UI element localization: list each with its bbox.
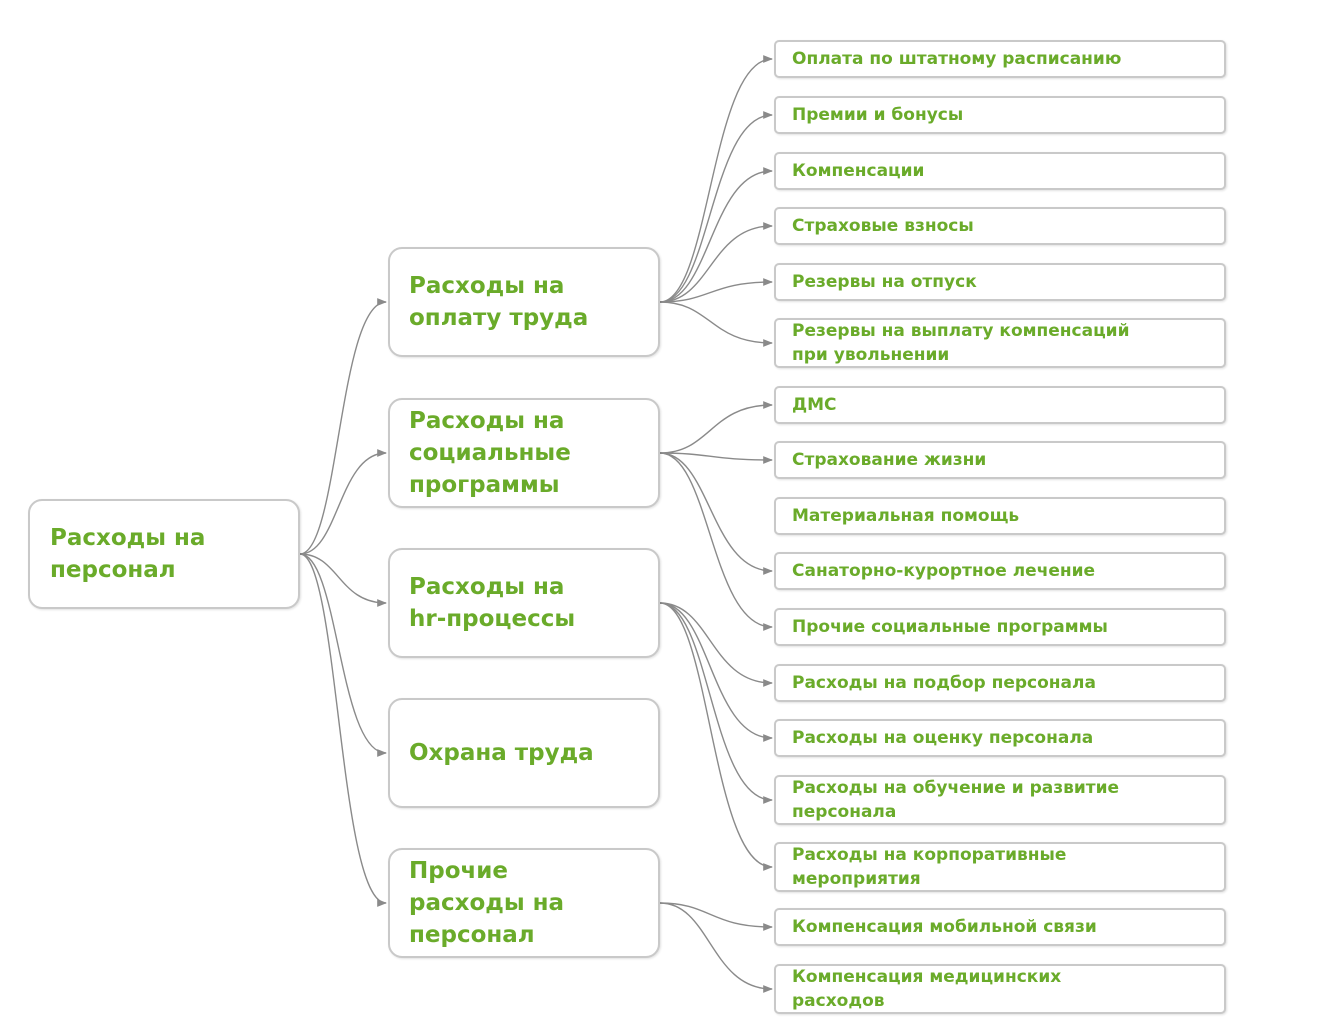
- node-leaf-label: Резервы на выплату компенсаций при уволь…: [792, 321, 1130, 365]
- node-leaf-item: Материальная помощь: [774, 497, 1226, 535]
- connector-root-to-category: [299, 298, 387, 555]
- node-leaf-item: Оплата по штатному расписанию: [774, 40, 1226, 78]
- node-category-labor-safety: Охрана труда: [388, 698, 660, 808]
- connector-category-to-item: [659, 452, 773, 575]
- node-leaf-item: Расходы на подбор персонала: [774, 664, 1226, 702]
- connector-root-to-category: [299, 553, 387, 607]
- node-leaf-label: Расходы на оценку персонала: [792, 728, 1094, 748]
- node-leaf-item: Компенсация мобильной связи: [774, 908, 1226, 946]
- node-leaf-label: Страхование жизни: [792, 450, 987, 470]
- node-category-label: Охрана труда: [409, 740, 594, 766]
- node-leaf-item: Расходы на корпоративные мероприятия: [774, 842, 1226, 892]
- connector-category-to-item: [659, 902, 773, 993]
- node-leaf-label: Прочие социальные программы: [792, 617, 1108, 637]
- node-leaf-item: Компенсация медицинских расходов: [774, 964, 1226, 1014]
- node-leaf-label: Санаторно-курортное лечение: [792, 561, 1096, 581]
- connector-category-to-item: [659, 452, 773, 631]
- node-leaf-label: Компенсация мобильной связи: [792, 917, 1097, 937]
- node-leaf-item: Санаторно-курортное лечение: [774, 552, 1226, 590]
- node-leaf-item: Страховые взносы: [774, 207, 1226, 245]
- connector-root-to-category: [299, 553, 387, 907]
- node-category-labor-pay: Расходы на оплату труда: [388, 247, 660, 357]
- connector-root-to-category: [299, 553, 387, 757]
- node-leaf-label: Оплата по штатному расписанию: [792, 49, 1122, 69]
- connector-root-to-category: [299, 449, 387, 555]
- node-category-label: Расходы на hr-процессы: [409, 574, 576, 632]
- node-leaf-item: Резервы на отпуск: [774, 263, 1226, 301]
- connector-category-to-item: [659, 111, 773, 303]
- node-category-label: Расходы на социальные программы: [409, 408, 571, 498]
- connector-category-to-item: [659, 602, 773, 871]
- connector-category-to-item: [659, 452, 773, 464]
- connector-category-to-item: [659, 222, 773, 303]
- connector-category-to-item: [659, 301, 773, 347]
- node-leaf-label: Расходы на корпоративные мероприятия: [792, 845, 1067, 889]
- node-leaf-label: Премии и бонусы: [792, 105, 964, 125]
- connector-category-to-item: [659, 602, 773, 742]
- node-category-other-expenses: Прочие расходы на персонал: [388, 848, 660, 958]
- node-root-label: Расходы на персонал: [50, 525, 206, 583]
- node-root-personnel-expenses: Расходы на персонал: [28, 499, 300, 609]
- node-leaf-item: Расходы на оценку персонала: [774, 719, 1226, 757]
- connector-category-to-item: [659, 55, 773, 303]
- connector-category-to-item: [659, 278, 773, 303]
- node-category-label: Прочие расходы на персонал: [409, 858, 565, 948]
- node-leaf-label: Расходы на обучение и развитие персонала: [792, 778, 1120, 822]
- node-leaf-item: Премии и бонусы: [774, 96, 1226, 134]
- connector-category-to-item: [659, 902, 773, 931]
- node-category-hr-processes: Расходы на hr-процессы: [388, 548, 660, 658]
- node-leaf-label: Компенсации: [792, 161, 925, 181]
- node-leaf-label: Материальная помощь: [792, 506, 1020, 526]
- connector-category-to-item: [659, 167, 773, 303]
- node-leaf-item: ДМС: [774, 386, 1226, 424]
- node-category-social-programs: Расходы на социальные программы: [388, 398, 660, 508]
- node-leaf-label: Резервы на отпуск: [792, 272, 977, 292]
- connector-category-to-item: [659, 602, 773, 687]
- node-leaf-item: Расходы на обучение и развитие персонала: [774, 775, 1226, 825]
- node-leaf-label: ДМС: [792, 395, 837, 415]
- node-category-label: Расходы на оплату труда: [409, 273, 589, 331]
- node-leaf-label: Страховые взносы: [792, 216, 974, 236]
- connector-category-to-item: [659, 602, 773, 804]
- node-leaf-item: Страхование жизни: [774, 441, 1226, 479]
- node-leaf-item: Прочие социальные программы: [774, 608, 1226, 646]
- connector-category-to-item: [659, 401, 773, 454]
- node-leaf-label: Компенсация медицинских расходов: [792, 967, 1062, 1011]
- node-leaf-label: Расходы на подбор персонала: [792, 673, 1096, 693]
- node-leaf-item: Компенсации: [774, 152, 1226, 190]
- node-leaf-item: Резервы на выплату компенсаций при уволь…: [774, 318, 1226, 368]
